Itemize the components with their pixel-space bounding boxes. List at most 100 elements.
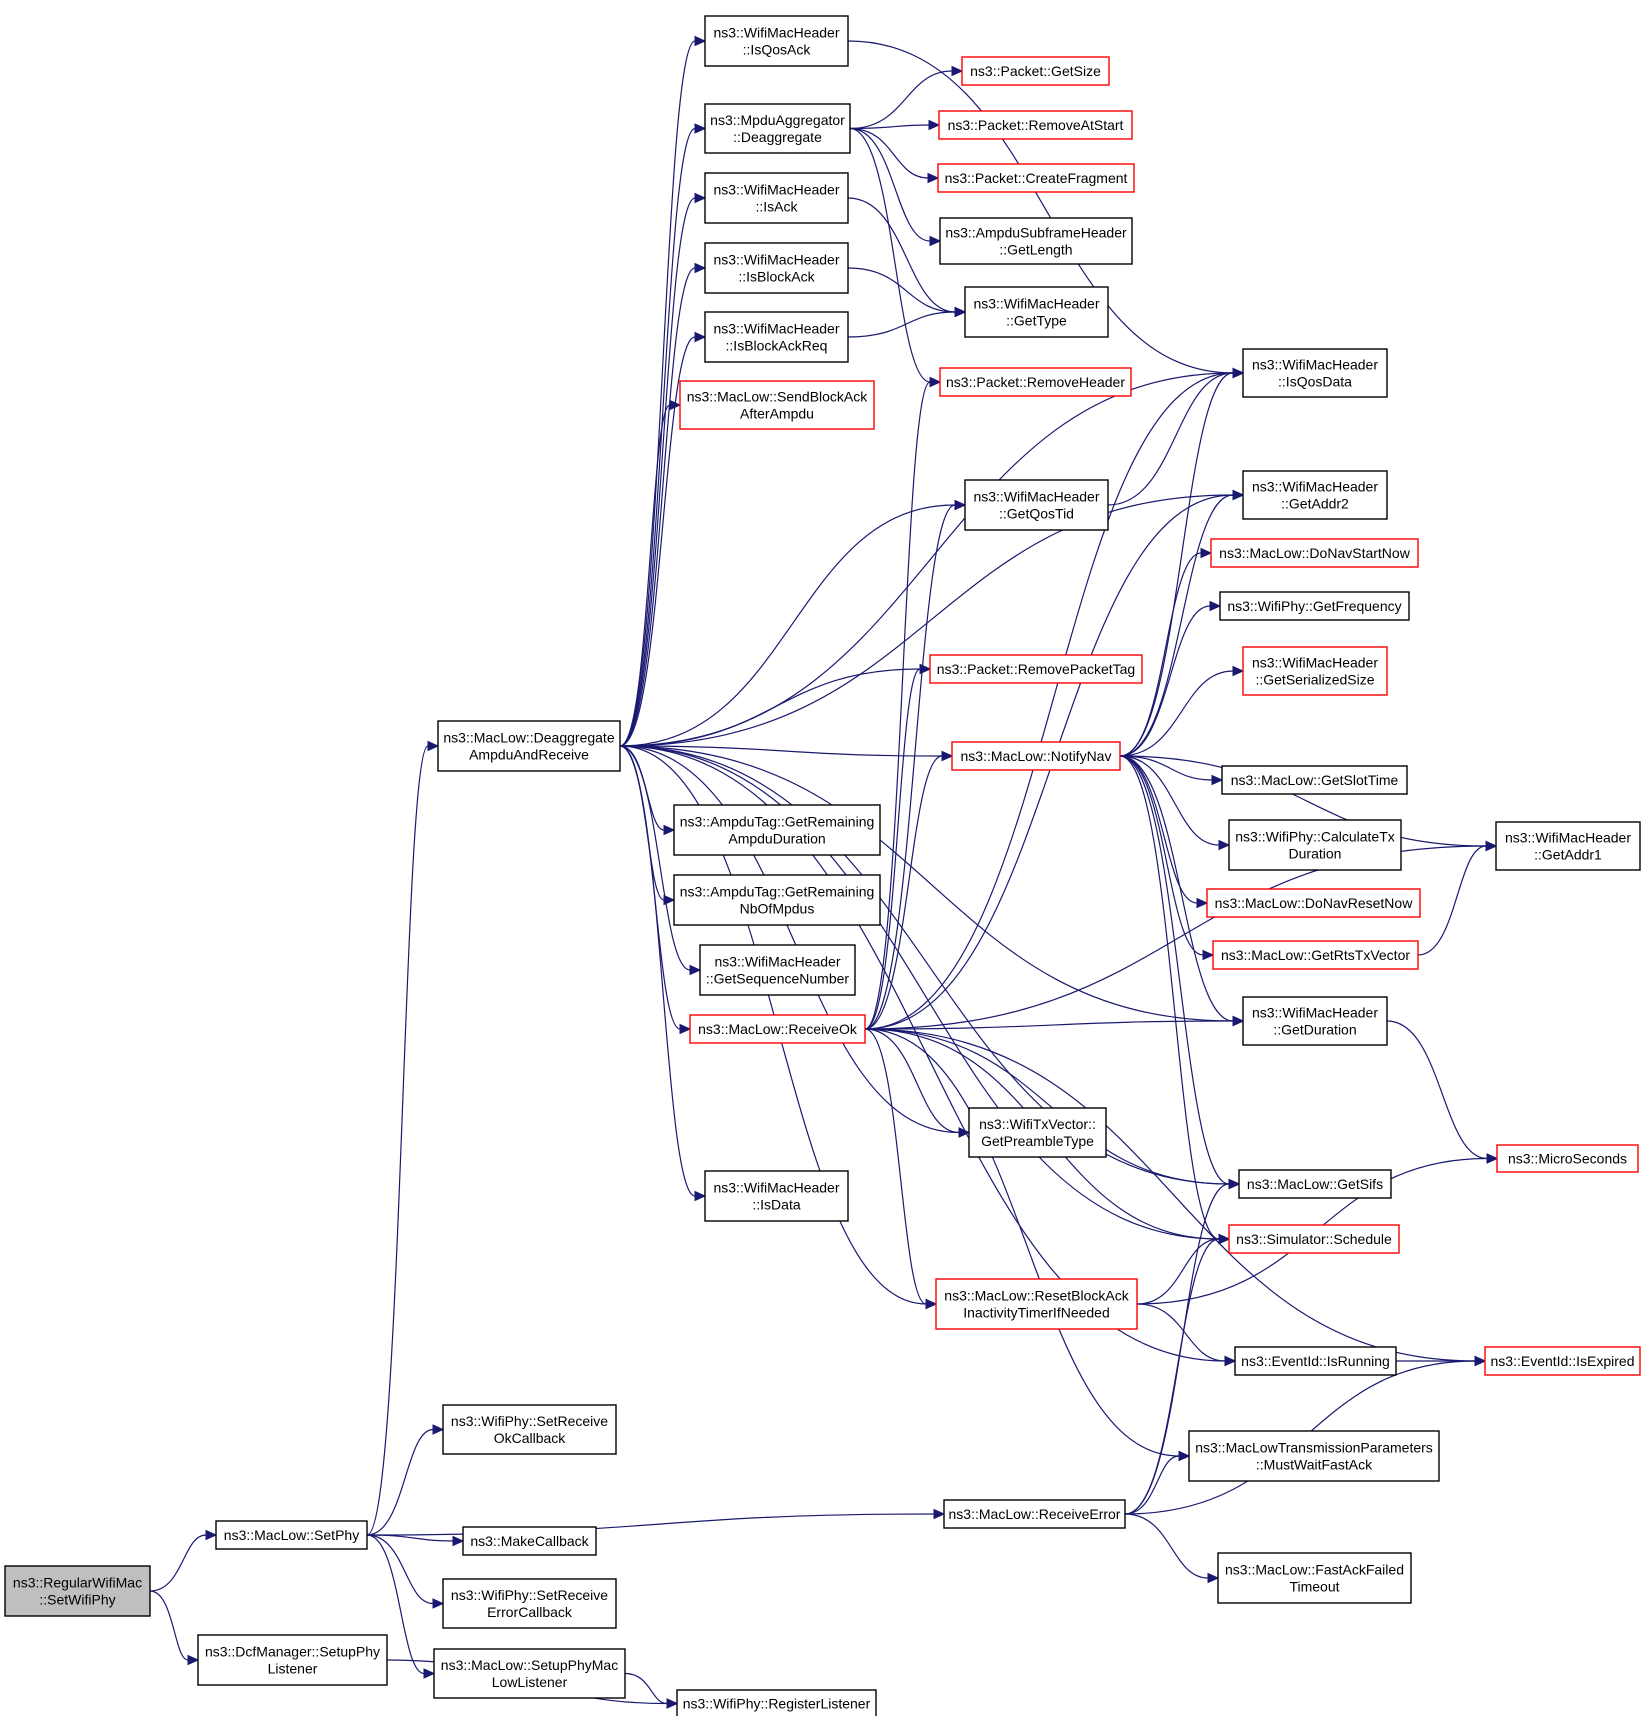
node-rwm-setwifiphy[interactable]: ns3::RegularWifiMac::SetWifiPhy — [4, 1565, 151, 1617]
node-box — [1484, 1346, 1641, 1376]
node-label-line: ns3::WifiMacHeader — [713, 182, 839, 198]
node-packet-getsize[interactable]: ns3::Packet::GetSize — [961, 56, 1110, 86]
node-notifynav[interactable]: ns3::MacLow::NotifyNav — [951, 741, 1121, 771]
node-eventid-isrunning[interactable]: ns3::EventId::IsRunning — [1234, 1346, 1397, 1376]
node-label-line: ns3::WifiMacHeader — [1252, 479, 1378, 495]
node-isblockackreq[interactable]: ns3::WifiMacHeader::IsBlockAckReq — [704, 311, 849, 363]
node-box — [961, 56, 1110, 86]
node-microseconds[interactable]: ns3::MicroSeconds — [1496, 1144, 1639, 1173]
node-label-line: ns3::MacLow::GetSifs — [1247, 1176, 1383, 1192]
node-isack[interactable]: ns3::WifiMacHeader::IsAck — [704, 172, 849, 224]
node-mustwaitfastack[interactable]: ns3::MacLowTransmissionParameters::MustW… — [1188, 1430, 1440, 1482]
node-wifiphy-registerlistener[interactable]: ns3::WifiPhy::RegisterListener — [676, 1689, 877, 1716]
node-box — [699, 944, 856, 996]
node-label-line: ns3::AmpduSubframeHeader — [945, 225, 1127, 241]
node-label-line: InactivityTimerIfNeeded — [963, 1305, 1110, 1321]
edge-receiveok-to-notifynav — [864, 750, 954, 1030]
node-box — [1219, 591, 1410, 621]
edge-deaggregate_ampdu_receive-to-isdata — [619, 745, 707, 1202]
edge-notifynav-to-wifiphy_getfrequency — [1119, 600, 1222, 757]
edge-deaggregate_ampdu_receive-to-mpdu_deaggregate — [619, 123, 707, 747]
node-box — [704, 103, 851, 154]
node-label-line: ns3::WifiPhy::SetReceive — [451, 1587, 608, 1603]
edge-maclow_setphy-to-deaggregate_ampdu_receive — [366, 740, 440, 1536]
node-receiveerror[interactable]: ns3::MacLow::ReceiveError — [943, 1499, 1126, 1529]
edge-resetblockack-to-simulator_schedule — [1136, 1233, 1231, 1305]
node-packet-removeheader[interactable]: ns3::Packet::RemoveHeader — [939, 367, 1132, 397]
node-maclow-setphy[interactable]: ns3::MacLow::SetPhy — [215, 1520, 368, 1550]
node-mpdu-deaggregate[interactable]: ns3::MpduAggregator::Deaggregate — [704, 103, 851, 154]
node-box — [437, 720, 621, 772]
node-isblockack[interactable]: ns3::WifiMacHeader::IsBlockAck — [704, 242, 849, 294]
edge-receiveok-to-wifitxvector_getpreambletype — [864, 1028, 971, 1138]
edge-mpdu_deaggregate-to-ampdusubframe_getlength — [849, 127, 942, 247]
edge-maclow_setphy-to-wifiphy_setreceiveerrcb — [366, 1534, 445, 1609]
node-label-line: ErrorCallback — [487, 1604, 573, 1620]
node-box — [704, 1170, 849, 1222]
node-getqostid[interactable]: ns3::WifiMacHeader::GetQosTid — [964, 479, 1109, 531]
node-makecallback[interactable]: ns3::MakeCallback — [462, 1526, 597, 1556]
node-getduration[interactable]: ns3::WifiMacHeader::GetDuration — [1242, 996, 1388, 1046]
node-packet-removepackettag[interactable]: ns3::Packet::RemovePacketTag — [929, 654, 1143, 684]
node-box — [4, 1565, 151, 1617]
node-label-line: ns3::WifiPhy::CalculateTx — [1235, 829, 1395, 845]
node-label-line: ::GetAddr1 — [1534, 847, 1602, 863]
node-donavstartnow[interactable]: ns3::MacLow::DoNavStartNow — [1210, 538, 1419, 568]
edge-deaggregate_ampdu_receive-to-packet_removepackettag — [619, 663, 932, 747]
node-isqosack[interactable]: ns3::WifiMacHeader::IsQosAck — [704, 15, 849, 67]
node-label-line: ns3::MacLowTransmissionParameters — [1195, 1440, 1433, 1456]
node-label-line: ::GetDuration — [1273, 1022, 1356, 1038]
node-getrtstxvector[interactable]: ns3::MacLow::GetRtsTxVector — [1212, 940, 1419, 970]
node-label-line: ns3::MacLow::FastAckFailed — [1225, 1562, 1404, 1578]
node-box — [1212, 940, 1419, 970]
node-label-line: ns3::MacLow::ReceiveError — [949, 1506, 1121, 1522]
node-isdata[interactable]: ns3::WifiMacHeader::IsData — [704, 1170, 849, 1222]
node-label-line: ns3::WifiMacHeader — [973, 489, 1099, 505]
node-getsifs[interactable]: ns3::MacLow::GetSifs — [1238, 1169, 1392, 1199]
node-wifiphy-getfrequency[interactable]: ns3::WifiPhy::GetFrequency — [1219, 591, 1410, 621]
node-getslottime[interactable]: ns3::MacLow::GetSlotTime — [1221, 765, 1408, 795]
node-getaddr2[interactable]: ns3::WifiMacHeader::GetAddr2 — [1242, 470, 1388, 520]
node-box — [704, 172, 849, 224]
edge-rwm_setwifiphy-to-dcf_setupphylistener — [149, 1590, 200, 1666]
node-getaddr1[interactable]: ns3::WifiMacHeader::GetAddr1 — [1495, 821, 1641, 871]
node-label-line: NbOfMpdus — [740, 901, 815, 917]
node-getsequencenumber[interactable]: ns3::WifiMacHeader::GetSequenceNumber — [699, 944, 856, 996]
edge-deaggregate_ampdu_receive-to-isblockackreq — [619, 331, 707, 747]
node-label-line: ns3::WifiMacHeader — [713, 1180, 839, 1196]
node-ampdusubframe-getlength[interactable]: ns3::AmpduSubframeHeader::GetLength — [939, 217, 1133, 265]
node-receiveok[interactable]: ns3::MacLow::ReceiveOk — [689, 1014, 866, 1044]
node-box — [1495, 821, 1641, 871]
node-label-line: ns3::Packet::RemoveHeader — [946, 374, 1125, 390]
function-nodes: ns3::RegularWifiMac::SetWifiPhyns3::MacL… — [4, 15, 1641, 1716]
node-label-line: ::GetLength — [999, 242, 1072, 258]
node-simulator-schedule[interactable]: ns3::Simulator::Schedule — [1228, 1224, 1400, 1254]
node-isqosdata[interactable]: ns3::WifiMacHeader::IsQosData — [1242, 348, 1388, 398]
node-gettype[interactable]: ns3::WifiMacHeader::GetType — [964, 286, 1109, 338]
node-getserializedsize[interactable]: ns3::WifiMacHeader::GetSerializedSize — [1242, 646, 1388, 696]
node-resetblockack[interactable]: ns3::MacLow::ResetBlockAckInactivityTime… — [935, 1278, 1138, 1330]
node-label-line: ns3::WifiPhy::SetReceive — [451, 1413, 608, 1429]
node-wifitxvector-getpreambletype[interactable]: ns3::WifiTxVector::GetPreambleType — [968, 1107, 1107, 1158]
node-packet-createfragment[interactable]: ns3::Packet::CreateFragment — [937, 163, 1135, 193]
node-label-line: AmpduAndReceive — [469, 747, 589, 763]
edge-isblockackreq-to-gettype — [847, 306, 967, 338]
node-label-line: ns3::MacLow::DoNavStartNow — [1219, 545, 1411, 561]
node-label-line: ns3::WifiMacHeader — [1252, 1005, 1378, 1021]
node-label-line: ns3::WifiMacHeader — [713, 321, 839, 337]
edge-notifynav-to-calculatetxduration — [1119, 755, 1231, 851]
node-packet-removeatstart[interactable]: ns3::Packet::RemoveAtStart — [938, 110, 1133, 140]
node-eventid-isexpired[interactable]: ns3::EventId::IsExpired — [1484, 1346, 1641, 1376]
node-label-line: ns3::MacLow::SetPhy — [224, 1527, 359, 1543]
node-donavresetnow[interactable]: ns3::MacLow::DoNavResetNow — [1206, 888, 1421, 918]
